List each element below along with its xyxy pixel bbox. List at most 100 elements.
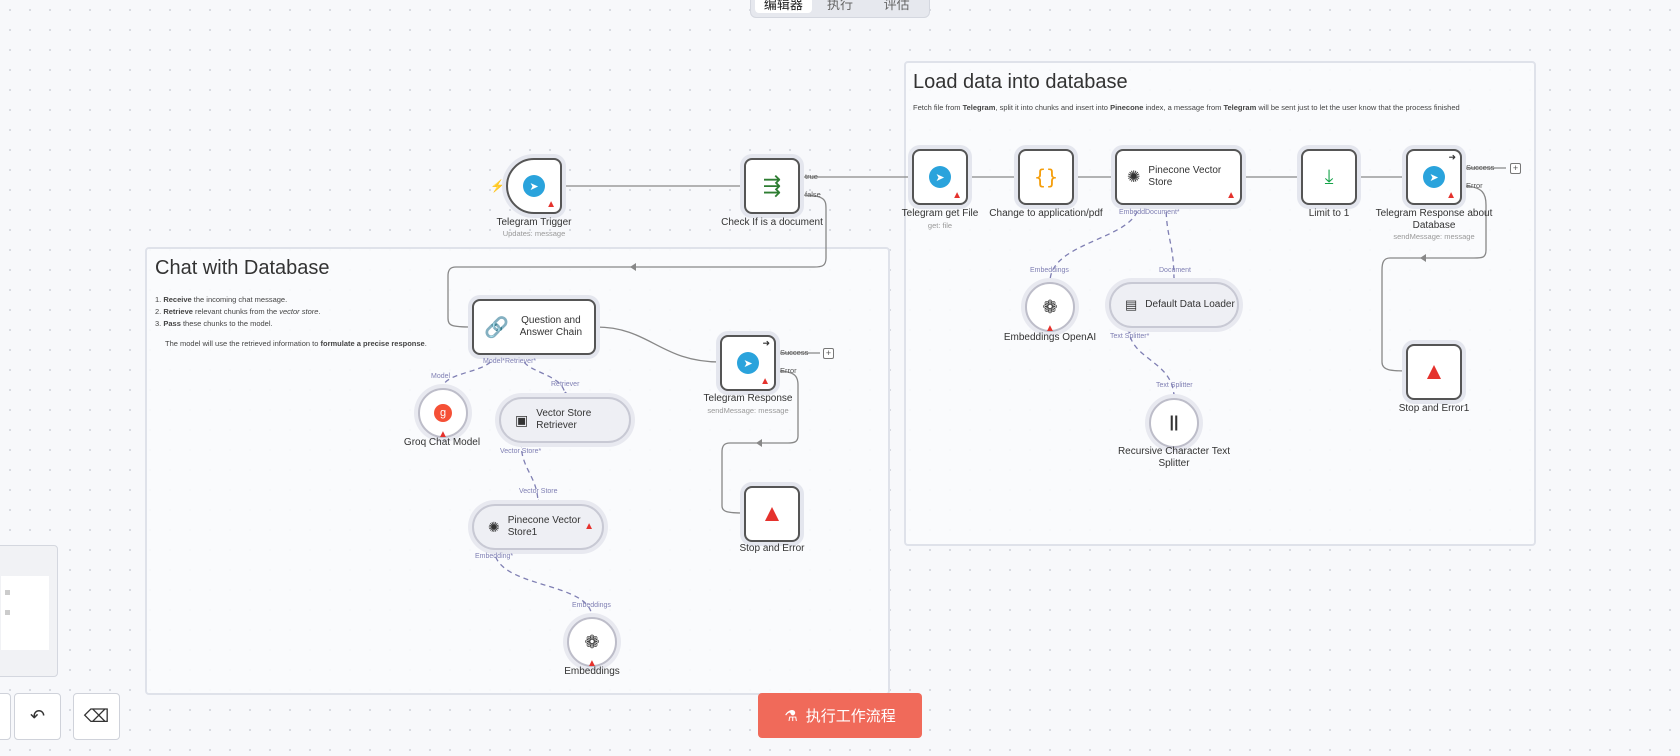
node-label: Default Data Loader	[1145, 299, 1235, 310]
port-label-error: Error	[780, 366, 797, 375]
openai-icon: ❁	[584, 631, 600, 652]
braces-icon: {}	[1033, 165, 1059, 189]
warning-triangle-icon: ▲	[760, 500, 784, 527]
warning-icon: ▲	[1446, 190, 1456, 201]
stop-error-node[interactable]: ▲	[744, 486, 800, 542]
trigger-bolt-icon: ⚡	[490, 179, 505, 193]
port-label: Text Splitter*	[1110, 333, 1150, 340]
pinecone-icon: ✺	[1127, 169, 1141, 186]
sticky-note-load-data[interactable]: Load data into database Fetch file from …	[904, 61, 1536, 546]
telegram-get-file-node[interactable]: ➤ ▲	[912, 149, 968, 205]
pinecone-vector-store-node[interactable]: ✺ Pinecone Vector Store ▲	[1115, 149, 1242, 205]
port-label-success: Success	[780, 348, 809, 357]
stop-error1-node[interactable]: ▲	[1406, 344, 1462, 400]
vector-store-retriever-node[interactable]: ▣ Vector Store Retriever	[499, 397, 631, 443]
port-label-success: Success	[1466, 163, 1495, 172]
port-label: Retriever	[551, 381, 580, 388]
warning-icon: ▲	[587, 658, 597, 669]
warning-icon: ▲	[584, 521, 594, 532]
node-title: Telegram Trigger	[496, 217, 572, 228]
port-label: Embeddings	[572, 602, 611, 609]
telegram-response-node[interactable]: ➤ ➜ ▲	[720, 335, 776, 391]
node-title: Embeddings	[564, 666, 620, 677]
port-label-false: false	[805, 190, 821, 199]
port-label: Model*	[483, 358, 505, 365]
add-node-button[interactable]: +	[823, 348, 834, 359]
arrow-right-icon: ➜	[762, 338, 770, 348]
embeddings-openai-node[interactable]: ❁ ▲	[1025, 282, 1075, 334]
if-node-check-document[interactable]: ⇶	[744, 158, 800, 214]
node-subtitle: sendMessage: message	[707, 406, 789, 415]
flask-icon: ⚗	[784, 706, 798, 725]
toolbar-button-partial[interactable]	[0, 693, 11, 740]
groq-chat-model-node[interactable]: g ▲	[418, 388, 468, 440]
sticky-title: Chat with Database	[155, 257, 330, 279]
node-subtitle: Updates: message	[502, 229, 566, 238]
execute-workflow-label: 执行工作流程	[805, 707, 896, 725]
node-title: Telegram get File	[901, 208, 979, 219]
document-icon: ▤	[1125, 297, 1138, 312]
node-title: Check If is a document	[721, 217, 823, 228]
undo-icon: ↶	[29, 706, 46, 726]
tidy-up-button[interactable]: ⌫	[73, 693, 120, 740]
chain-link-icon: 🔗	[484, 316, 509, 339]
port-label: Document	[1159, 267, 1191, 274]
tab-evaluations[interactable]: 评估	[883, 0, 910, 13]
warning-icon: ▲	[438, 429, 448, 440]
node-title: Groq Chat Model	[403, 437, 481, 448]
telegram-response-db-node[interactable]: ➤ ➜ ▲	[1406, 149, 1462, 205]
edge-qa-tgresp	[595, 326, 721, 363]
execute-workflow-button[interactable]: ⚗ 执行工作流程	[758, 693, 922, 738]
default-data-loader-node[interactable]: ▤ Default Data Loader	[1109, 282, 1239, 328]
sticky-title: Load data into database	[913, 71, 1128, 93]
telegram-trigger-node[interactable]: ➤ ▲	[506, 158, 562, 214]
node-label: Pinecone Vector Store	[1148, 165, 1222, 188]
port-label: Retriever*	[505, 358, 537, 365]
node-title: Limit to 1	[1308, 208, 1350, 219]
recursive-text-splitter-node[interactable]: ||	[1149, 398, 1199, 448]
port-label: Model	[431, 373, 451, 380]
tab-editor[interactable]: 编辑器	[755, 0, 812, 13]
port-label-error: Error	[1466, 181, 1483, 190]
view-tabs: 编辑器 执行 评估	[750, 0, 930, 18]
signpost-icon: ⇶	[762, 173, 782, 198]
port-label: Vector Store	[519, 488, 558, 495]
minimap[interactable]	[0, 545, 58, 677]
node-title: Telegram Response	[703, 393, 793, 404]
qa-chain-node[interactable]: 🔗 Question and Answer Chain	[472, 299, 596, 355]
arrow-right-icon: ➜	[1448, 152, 1456, 162]
subedge-retriever	[520, 353, 566, 397]
port-label: Embedding*	[475, 553, 514, 560]
sticky-steps: 1. Receive the incoming chat message. 2.…	[155, 295, 427, 348]
limit-node[interactable]: ⤓	[1301, 149, 1357, 205]
splitter-icon: ||	[1169, 414, 1179, 431]
subedge-openai	[1049, 202, 1140, 283]
telegram-icon: ➤	[929, 166, 951, 188]
undo-button[interactable]: ↶	[14, 693, 61, 740]
embeddings-node[interactable]: ❁ ▲	[567, 617, 617, 669]
node-title: Change to application/pdf	[989, 208, 1103, 219]
subedge-loader	[1165, 202, 1175, 283]
minimap-viewport	[1, 576, 49, 650]
warning-triangle-icon: ▲	[1422, 358, 1446, 385]
node-title: Stop and Error1	[1398, 403, 1470, 414]
telegram-icon: ➤	[737, 352, 759, 374]
add-node-button[interactable]: +	[1510, 163, 1521, 174]
openai-icon: ❁	[1042, 296, 1058, 317]
warning-icon: ▲	[546, 199, 556, 210]
download-icon: ⤓	[1324, 165, 1334, 188]
telegram-icon: ➤	[1423, 166, 1445, 188]
node-title: Embeddings OpenAI	[1003, 332, 1097, 343]
warning-icon: ▲	[1226, 190, 1236, 201]
groq-icon: g	[434, 404, 452, 422]
code-node-change-pdf[interactable]: {}	[1018, 149, 1074, 205]
node-title: Stop and Error	[739, 543, 805, 554]
port-label: Vector Store*	[500, 448, 542, 455]
sticky-description: Fetch file from Telegram, split it into …	[913, 103, 1460, 112]
subedge-splitter	[1128, 327, 1175, 399]
edge-tgresp-error-stop1	[1381, 185, 1487, 372]
pinecone-vector-store1-node[interactable]: ✺ Pinecone Vector Store1 ▲	[472, 504, 604, 550]
tab-executions[interactable]: 执行	[827, 0, 854, 13]
node-subtitle: get: file	[927, 221, 953, 230]
